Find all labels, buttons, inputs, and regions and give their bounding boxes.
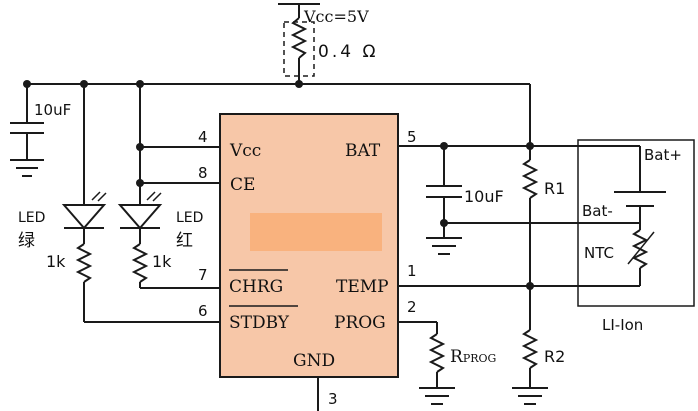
red-led-resistor: 1k (152, 252, 172, 271)
pin-5-number: 5 (407, 128, 417, 146)
rprog-label: RPROG (450, 347, 496, 367)
input-capacitor: 10uF (10, 84, 71, 177)
red-led-label: LED (176, 210, 203, 226)
charger-ic: 4 Vcc 8 CE 7 CHRG 6 STDBY 5 BAT 1 TEMP 2… (198, 113, 417, 411)
green-led-branch: LED 绿 1k (18, 84, 220, 323)
rprog-sub: PROG (463, 352, 497, 365)
pin-vcc-name: Vcc (229, 141, 261, 161)
red-led-branch: LED 红 1k (117, 84, 220, 289)
rprog-main: R (450, 347, 464, 367)
pin-8-number: 8 (198, 164, 208, 182)
input-cap-label: 10uF (34, 101, 71, 119)
ic-label-area (250, 213, 382, 251)
green-led-color: 绿 (18, 231, 35, 251)
pin-6-number: 6 (198, 302, 208, 320)
green-led-resistor: 1k (46, 252, 66, 271)
pin-prog-name: PROG (334, 313, 386, 333)
pin-temp-name: TEMP (336, 277, 389, 297)
pin-gnd-name: GND (293, 351, 335, 371)
pin-stdby-name: STDBY (229, 313, 290, 333)
pin-3-number: 3 (328, 390, 338, 408)
sense-resistor-label: 0.4 Ω (318, 42, 378, 62)
bat-minus-label: Bat- (582, 202, 613, 220)
vcc-label: Vcc=5V (303, 7, 369, 26)
supply-section: Vcc=5V 0.4 Ω (278, 3, 378, 84)
sense-resistor-box (283, 21, 315, 77)
pin-4-number: 4 (198, 128, 208, 146)
temp-divider: R1 R2 (398, 159, 640, 405)
bat-plus-label: Bat+ (644, 146, 682, 164)
pin-chrg-name: CHRG (229, 277, 283, 297)
r2-label: R2 (544, 347, 565, 366)
green-led-label: LED (18, 210, 45, 226)
ntc-label: NTC (584, 244, 614, 262)
pin-ce-name: CE (230, 175, 255, 195)
pin-bat-name: BAT (345, 141, 381, 161)
pin-7-number: 7 (198, 266, 208, 284)
red-led-color: 红 (176, 231, 193, 251)
prog-resistor: RPROG (398, 321, 496, 405)
battery-pack-outline (577, 139, 695, 307)
battery-pack: Bat+ Bat- NTC LI-Ion (577, 139, 695, 334)
r1-label: R1 (544, 179, 565, 198)
ntc-arrow (627, 231, 655, 265)
pin-2-number: 2 (407, 298, 417, 316)
battery-name-label: LI-Ion (602, 316, 643, 334)
output-cap-label: 10uF (464, 187, 504, 206)
bat-output-net: 10uF (398, 142, 641, 255)
pin-1-number: 1 (407, 262, 417, 280)
